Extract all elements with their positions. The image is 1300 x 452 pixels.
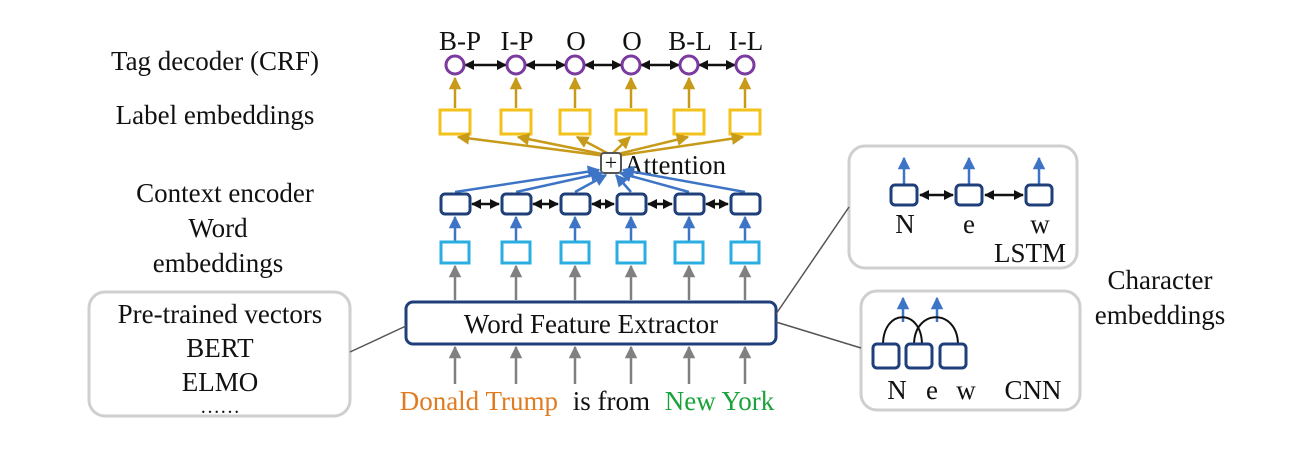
extractor-to-embeddings — [448, 264, 752, 300]
word-feature-extractor-label: Word Feature Extractor — [464, 309, 718, 339]
crf-node — [678, 54, 700, 76]
pretrained-elmo: ELMO — [182, 367, 259, 397]
cnn-panel — [859, 289, 1082, 412]
word-embedding-box — [439, 240, 471, 265]
gold-fan-arrow — [615, 132, 745, 158]
cnn-kernel-arc — [882, 316, 923, 346]
lstm-label: LSTM — [994, 238, 1066, 268]
label-embedding-box — [438, 108, 472, 136]
word-embeddings-label: embeddings — [153, 248, 283, 278]
gold-fan-arrow — [516, 133, 608, 157]
blue-fan-arrow — [574, 173, 608, 194]
crf-node — [444, 54, 466, 76]
tag-label: O — [566, 26, 586, 56]
lstm-char: e — [963, 209, 975, 239]
cnn-label: CNN — [1004, 375, 1061, 405]
attention-label: Attention — [624, 150, 726, 180]
attention-plus-node — [600, 152, 622, 174]
gold-fan-arrow — [456, 132, 607, 158]
crf-node — [734, 54, 756, 76]
label-embedding-box — [558, 108, 592, 136]
word-feature-extractor-box — [404, 300, 778, 346]
blue-fan-arrow — [454, 165, 601, 194]
pretrained-connector — [349, 325, 407, 353]
pretrained-vectors-title: Pre-trained vectors — [118, 299, 323, 329]
context-encoder-box — [673, 192, 706, 216]
word-embedding-box — [615, 240, 647, 265]
word-embedding-box — [559, 240, 591, 265]
lstm-cell — [1024, 183, 1054, 207]
context-encoder-box — [559, 192, 592, 216]
context-encoder-label: Context encoder — [136, 178, 314, 208]
cnn-char: e — [926, 375, 938, 405]
context-to-attention — [454, 165, 746, 194]
context-encoder-box — [439, 192, 472, 216]
tag-label: I-P — [501, 26, 534, 56]
pretrained-bert: BERT — [186, 333, 254, 363]
sentence-middle-words: is from — [573, 386, 650, 416]
tag-label: B-P — [439, 26, 481, 56]
input-sentence: Donald Trump is from New York — [400, 386, 775, 416]
lstm-cell — [954, 183, 984, 207]
blue-fan-arrow — [621, 165, 746, 194]
lstm-char: w — [1030, 209, 1050, 239]
attention-plus-symbol: + — [605, 150, 617, 175]
pretrained-ellipsis: …… — [200, 396, 240, 418]
attention-to-labels — [456, 132, 745, 158]
tag-decoder-label: Tag decoder (CRF) — [111, 46, 319, 76]
character-embeddings-label-line2: embeddings — [1095, 300, 1225, 330]
context-encoder-box — [615, 192, 648, 216]
label-embeddings-label: Label embeddings — [116, 100, 315, 130]
label-embedding-box — [672, 108, 706, 136]
lstm-char: N — [895, 209, 915, 239]
label-embedding-box — [728, 108, 762, 136]
word-embedding-box — [729, 240, 761, 265]
sentence-location-entity: New York — [665, 386, 775, 416]
cnn-kernel-arc — [913, 316, 959, 346]
crf-chain — [444, 54, 756, 76]
gold-fan-arrow — [575, 135, 610, 156]
label-embedding-layer — [438, 76, 762, 136]
character-embeddings-label: Character — [1108, 265, 1213, 295]
tag-label: I-L — [729, 26, 763, 56]
pretrained-vectors-panel — [87, 290, 352, 418]
word-embedding-layer — [439, 215, 761, 265]
crf-node — [564, 54, 586, 76]
word-embedding-box — [673, 240, 705, 265]
cnn-cell — [904, 342, 934, 370]
context-encoder-box — [500, 192, 533, 216]
tag-label: B-L — [668, 26, 712, 56]
tag-labels: B-P I-P O O B-L I-L — [439, 26, 763, 56]
context-encoder-layer — [439, 192, 762, 216]
cnn-cell — [938, 342, 968, 370]
label-embedding-box — [499, 108, 533, 136]
context-encoder-box — [729, 192, 762, 216]
cnn-char: w — [956, 375, 976, 405]
word-label: Word — [188, 213, 248, 243]
cnn-char: N — [887, 375, 907, 405]
cnn-connector — [775, 321, 862, 349]
lstm-cell — [889, 183, 919, 207]
gold-fan-arrow — [613, 133, 690, 157]
blue-fan-arrow — [515, 169, 604, 194]
tag-label: O — [622, 26, 642, 56]
label-embedding-box — [614, 108, 648, 136]
sentence-person-entity: Donald Trump — [400, 386, 558, 416]
crf-node — [620, 54, 642, 76]
cnn-cell — [871, 342, 901, 370]
lstm-connector — [775, 206, 850, 315]
blue-fan-arrow — [615, 174, 632, 193]
sentence-to-extractor — [448, 345, 752, 384]
gold-fan-arrow — [611, 136, 631, 155]
crf-node — [505, 54, 527, 76]
word-embedding-box — [500, 240, 532, 265]
